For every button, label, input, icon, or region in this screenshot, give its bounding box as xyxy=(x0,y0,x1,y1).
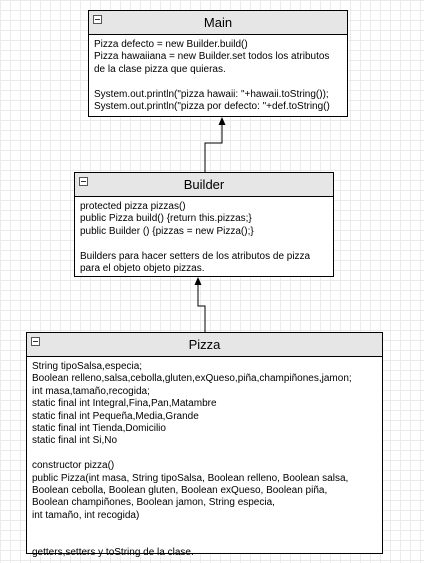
member-line: int tamaño, int recogida) xyxy=(32,509,140,521)
class-builder[interactable]: Builder protected pizza pizzas()public P… xyxy=(74,172,334,277)
member-line: static final int Pequeña,Media,Grande xyxy=(32,410,199,422)
member-line: String tipoSalsa,especia; xyxy=(32,361,143,372)
class-builder-body: protected pizza pizzas()public Pizza bui… xyxy=(75,197,333,279)
member-line: de la clase pizza que quieras. xyxy=(94,63,226,75)
member-line: Pizza hawaiiana = new Builder.set todos … xyxy=(94,51,330,63)
member-line: public Builder () {pizzas = new Pizza();… xyxy=(80,225,254,237)
blank-line xyxy=(32,535,377,547)
class-pizza-body: String tipoSalsa,especia;Boolean relleno… xyxy=(27,357,382,563)
collapse-icon[interactable] xyxy=(31,337,40,346)
class-pizza-header: Pizza xyxy=(27,333,382,357)
class-main-title: Main xyxy=(203,15,233,30)
collapse-icon[interactable] xyxy=(79,177,88,186)
collapse-icon[interactable] xyxy=(93,15,102,24)
class-main-body: Pizza defecto = new Builder.build()Pizza… xyxy=(89,35,347,117)
blank-line xyxy=(32,448,377,460)
member-line: Boolean relleno,salsa,cebolla,gluten,exQ… xyxy=(32,373,352,385)
member-line: Builders para hacer setters de los atrib… xyxy=(80,250,311,262)
member-line: Boolean cebolla, Boolean gluten, Boolean… xyxy=(32,485,328,497)
blank-line xyxy=(80,238,328,250)
class-pizza-title: Pizza xyxy=(188,337,221,352)
member-line: getters,setters y toString de la clase. xyxy=(32,547,194,559)
member-line: public Pizza(int masa, String tipoSalsa,… xyxy=(32,472,349,484)
connector-pizza-to-builder xyxy=(197,284,206,332)
member-line: System.out.println("pizza hawaii: "+hawa… xyxy=(94,88,329,100)
member-line: constructor pizza() xyxy=(32,460,115,472)
member-line: System.out.println("pizza por defecto: "… xyxy=(94,101,330,113)
member-line: para el objeto objeto pizzas. xyxy=(80,263,205,275)
member-line: static final int Tienda,Domicilio xyxy=(32,423,166,435)
class-main-header: Main xyxy=(89,11,347,35)
arrowhead-builder xyxy=(194,277,202,285)
blank-line xyxy=(32,522,377,534)
class-pizza[interactable]: Pizza String tipoSalsa,especia;Boolean r… xyxy=(26,332,383,558)
member-line: static final int Si,No xyxy=(32,435,118,447)
class-main[interactable]: Main Pizza defecto = new Builder.build()… xyxy=(88,10,348,117)
member-line: public Pizza build() {return this.pizzas… xyxy=(80,213,252,225)
class-builder-header: Builder xyxy=(75,173,333,197)
member-line: protected pizza pizzas() xyxy=(80,201,186,212)
class-builder-title: Builder xyxy=(183,177,225,192)
member-line: int masa,tamaño,recogida; xyxy=(32,385,150,397)
arrowhead-main xyxy=(218,117,226,125)
connector-builder-to-main xyxy=(204,124,223,172)
member-line: Boolean champiñones, Boolean jamon, Stri… xyxy=(32,497,275,509)
member-line: static final int Integral,Fina,Pan,Matam… xyxy=(32,398,217,410)
member-line: Pizza defecto = new Builder.build() xyxy=(94,39,248,50)
blank-line xyxy=(94,76,342,88)
